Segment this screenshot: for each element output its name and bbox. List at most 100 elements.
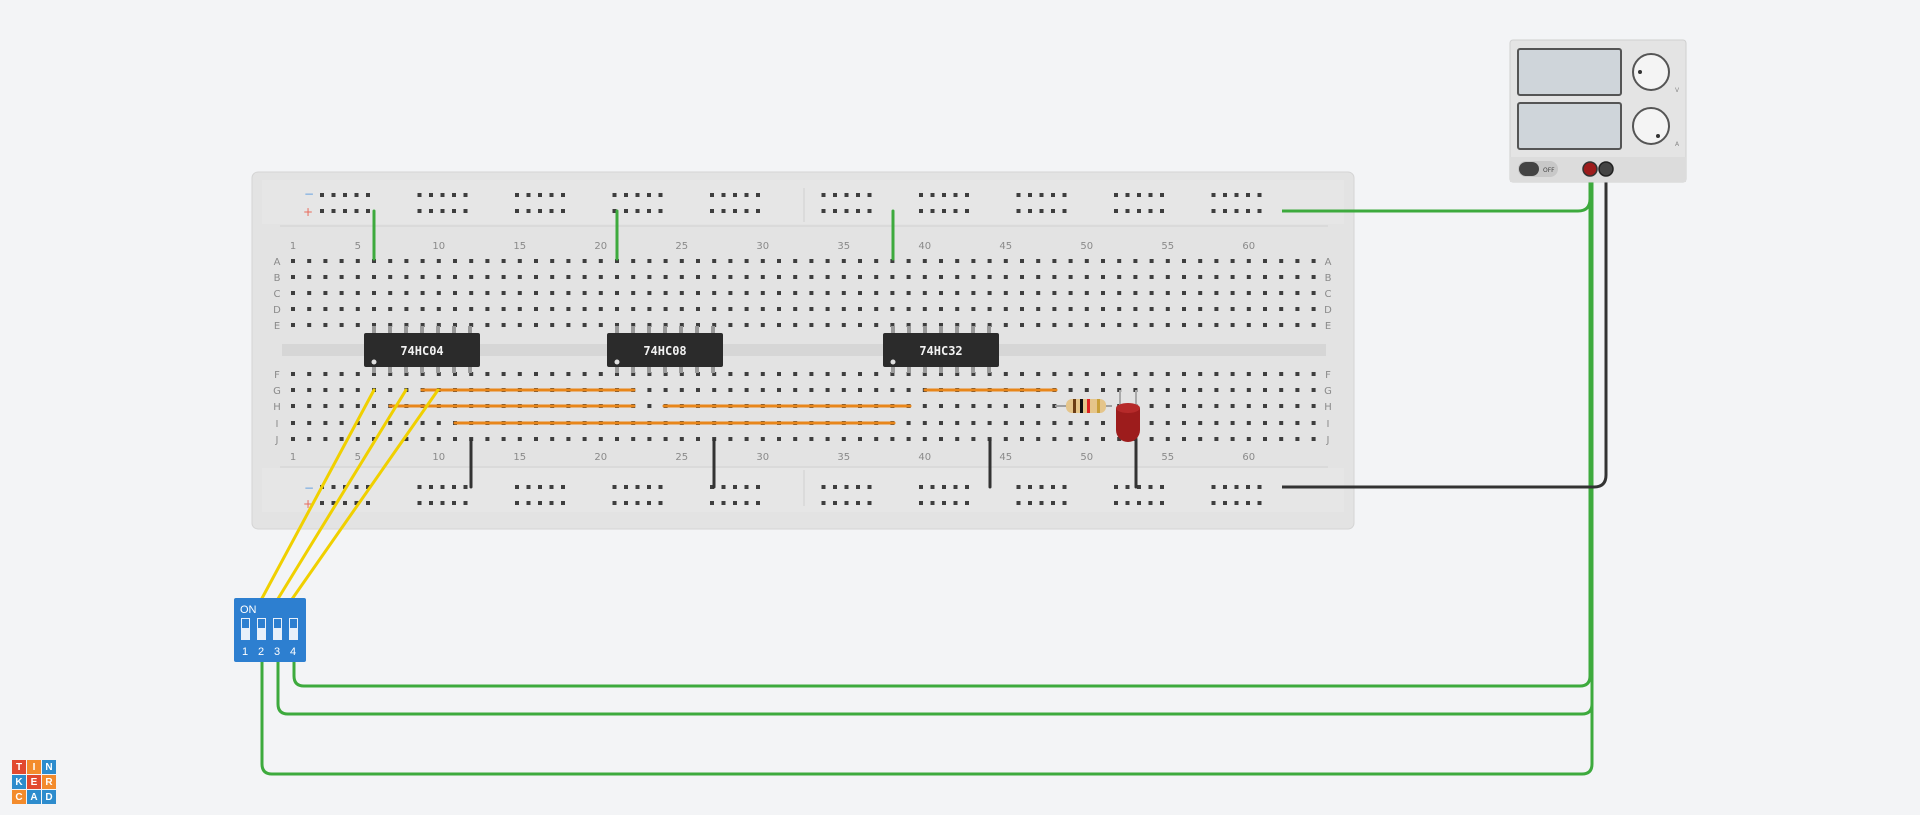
breadboard-hole[interactable] [721,193,726,197]
breadboard-hole[interactable] [372,291,376,295]
breadboard-hole[interactable] [1068,259,1073,263]
breadboard-hole[interactable] [501,323,506,327]
breadboard-hole[interactable] [534,372,538,376]
dip-switch-2[interactable] [257,618,266,640]
breadboard-hole[interactable] [922,307,927,311]
breadboard-hole[interactable] [1311,307,1316,311]
breadboard-hole[interactable] [1117,275,1122,279]
breadboard-hole[interactable] [598,291,603,295]
breadboard-hole[interactable] [1165,307,1170,311]
breadboard-hole[interactable] [712,388,717,392]
breadboard-hole[interactable] [777,291,781,295]
breadboard-hole[interactable] [987,275,992,279]
breadboard-hole[interactable] [1052,372,1057,376]
breadboard-hole[interactable] [679,388,684,392]
breadboard-hole[interactable] [436,372,441,376]
breadboard-hole[interactable] [647,193,651,197]
breadboard-hole[interactable] [515,485,519,489]
breadboard-hole[interactable] [1263,259,1267,263]
breadboard-hole[interactable] [1279,259,1284,263]
breadboard-hole[interactable] [534,323,538,327]
breadboard-hole[interactable] [501,437,506,441]
breadboard-hole[interactable] [485,291,490,295]
breadboard-hole[interactable] [1133,275,1138,279]
breadboard-hole[interactable] [663,437,668,441]
breadboard-hole[interactable] [388,437,393,441]
breadboard-hole[interactable] [1084,307,1089,311]
breadboard-hole[interactable] [906,307,911,311]
breadboard-hole[interactable] [469,307,474,311]
breadboard-hole[interactable] [291,323,295,327]
breadboard-hole[interactable] [867,485,872,489]
breadboard-hole[interactable] [452,209,456,213]
breadboard-hole[interactable] [615,372,619,376]
breadboard-hole[interactable] [1020,372,1024,376]
breadboard-hole[interactable] [1114,501,1118,505]
breadboard-hole[interactable] [858,291,862,295]
breadboard-hole[interactable] [833,485,837,489]
breadboard-hole[interactable] [1230,323,1235,327]
breadboard-hole[interactable] [906,323,911,327]
breadboard-hole[interactable] [1003,437,1008,441]
breadboard-hole[interactable] [679,437,684,441]
breadboard-hole[interactable] [953,193,958,197]
breadboard-hole[interactable] [1068,323,1073,327]
breadboard-hole[interactable] [582,275,587,279]
breadboard-hole[interactable] [825,437,830,441]
breadboard-hole[interactable] [469,323,474,327]
breadboard-hole[interactable] [841,259,846,263]
breadboard-hole[interactable] [420,372,425,376]
breadboard-hole[interactable] [598,275,603,279]
breadboard-hole[interactable] [538,193,542,197]
breadboard-hole[interactable] [417,501,422,505]
breadboard-hole[interactable] [1295,307,1300,311]
breadboard-hole[interactable] [566,437,571,441]
breadboard-hole[interactable] [420,307,425,311]
breadboard-hole[interactable] [922,372,927,376]
breadboard-hole[interactable] [1311,388,1316,392]
breadboard-hole[interactable] [417,193,422,197]
breadboard-hole[interactable] [1214,323,1219,327]
wire-yellow-3[interactable] [288,388,440,604]
breadboard-hole[interactable] [1214,421,1219,425]
supply-wires[interactable] [260,168,1594,776]
breadboard-hole[interactable] [809,388,814,392]
breadboard-hole[interactable] [331,501,336,505]
breadboard-hole[interactable] [429,501,433,505]
breadboard-hole[interactable] [1039,501,1044,505]
breadboard-hole[interactable] [1052,421,1057,425]
dip-switch-4[interactable] [289,618,298,640]
breadboard-hole[interactable] [744,275,749,279]
breadboard-hole[interactable] [485,307,490,311]
breadboard-hole[interactable] [1117,437,1122,441]
breadboard-hole[interactable] [355,259,360,263]
breadboard-hole[interactable] [1036,259,1041,263]
breadboard-hole[interactable] [1137,501,1141,505]
breadboard-hole[interactable] [919,485,923,489]
breadboard-hole[interactable] [733,485,737,489]
breadboard-hole[interactable] [1230,259,1235,263]
breadboard-hole[interactable] [647,209,651,213]
breadboard-hole[interactable] [1062,501,1067,505]
breadboard-hole[interactable] [372,259,376,263]
breadboard-hole[interactable] [615,275,619,279]
breadboard-hole[interactable] [624,209,628,213]
breadboard-hole[interactable] [291,291,295,295]
breadboard-hole[interactable] [987,323,992,327]
breadboard-hole[interactable] [712,259,717,263]
breadboard-hole[interactable] [517,307,522,311]
breadboard-hole[interactable] [1198,323,1203,327]
breadboard-hole[interactable] [841,388,846,392]
breadboard-hole[interactable] [1198,437,1203,441]
breadboard-hole[interactable] [440,485,445,489]
breadboard-hole[interactable] [1084,421,1089,425]
breadboard-hole[interactable] [355,291,360,295]
breadboard-hole[interactable] [696,323,700,327]
breadboard-hole[interactable] [452,193,456,197]
breadboard-hole[interactable] [612,209,617,213]
breadboard-hole[interactable] [1263,421,1267,425]
breadboard-hole[interactable] [1125,193,1130,197]
breadboard-hole[interactable] [696,291,700,295]
breadboard-hole[interactable] [760,307,765,311]
breadboard-hole[interactable] [942,485,946,489]
